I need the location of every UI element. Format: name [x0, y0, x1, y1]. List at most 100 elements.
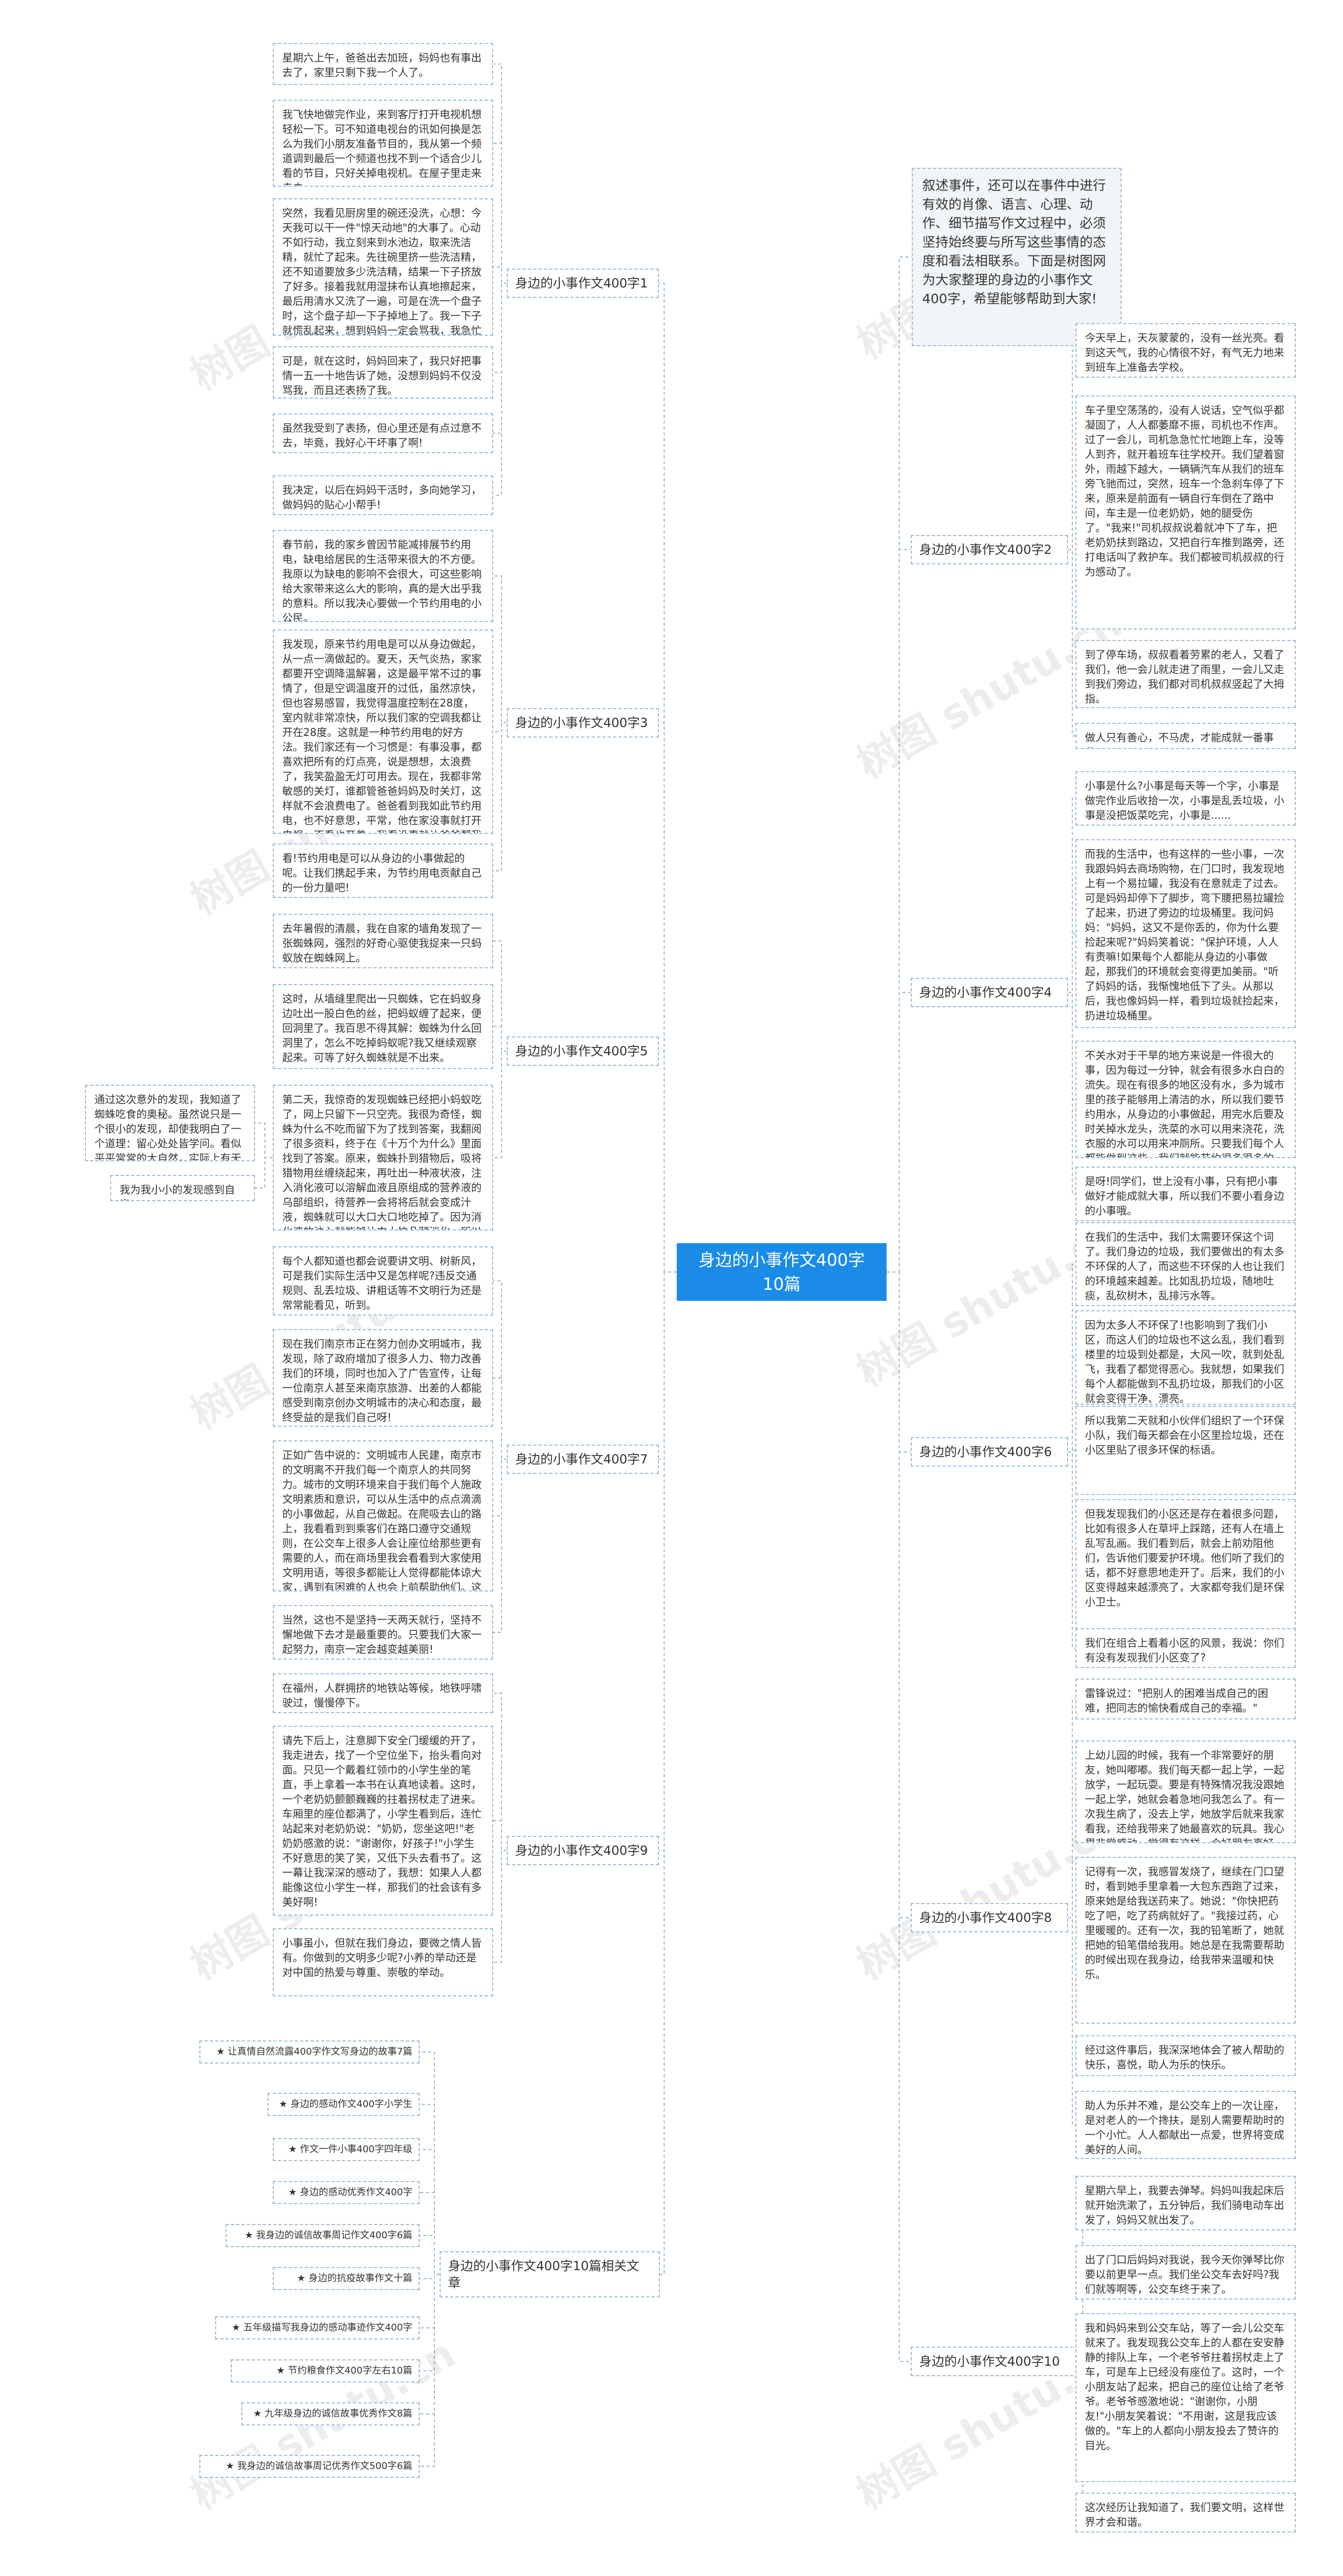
- intro-node[interactable]: 叙述事件，还可以在事件中进行有效的肖像、语言、心理、动作、细节描写作文过程中，必…: [912, 168, 1122, 346]
- connector-leaf: [420, 2274, 440, 2279]
- leaf-essay8-p2: 上幼儿园的时候，我有一个非常要好的朋友，她叫嘟嘟。我们每天都一起上学，一起放学，…: [1075, 1740, 1296, 1843]
- related-article-link[interactable]: ★ 身边的抗疫故事作文十篇: [273, 2267, 420, 2290]
- related-article-link[interactable]: ★ 身边的感动优秀作文400字: [273, 2181, 420, 2204]
- connector-leaf: [493, 143, 507, 284]
- related-article-link[interactable]: ★ 让真情自然流露400字作文写身边的故事7篇: [199, 2040, 420, 2064]
- leaf-essay8-p5: 助人为乐并不难，是公交车上的一次让座，是对老人的一个搀扶，是别人需要帮助时的一个…: [1075, 2091, 1296, 2159]
- connector-branch: [659, 1051, 665, 1272]
- leaf-essay6-p4: 但我发现我们的小区还是存在着很多问题，比如有很多人在草坪上踩踏，还有人在墙上乱写…: [1075, 1499, 1296, 1641]
- branch-essay-5[interactable]: 身边的小事作文400字5: [507, 1036, 659, 1066]
- branch-essay-10[interactable]: 身边的小事作文400字10: [911, 2347, 1079, 2376]
- leaf-essay6-p5: 我们在组合上看着小区的风景，我说：你们有没有发现我们小区变了?: [1075, 1628, 1296, 1668]
- connector-leaf: [493, 722, 507, 732]
- leaf-essay2-p3: 到了停车场，叔叔看着劳累的老人，又看了我们，他一会儿就走进了雨里，一会儿又走到我…: [1075, 640, 1296, 708]
- leaf-essay1-p1: 星期六上午，爸爸出去加班，妈妈也有事出去了，家里只剩下我一个人了。: [273, 43, 493, 85]
- connector-leaf: [420, 2274, 440, 2467]
- branch-essay-8[interactable]: 身边的小事作文400字8: [911, 1903, 1068, 1932]
- leaf-essay2-p2: 车子里空荡荡的，没有人说话，空气似乎都凝固了，人人都萎靡不振，司机也不作声。过了…: [1075, 396, 1296, 629]
- related-article-link[interactable]: ★ 五年级描写我身边的感动事迹作文400字: [215, 2316, 420, 2339]
- connector-branch: [659, 722, 665, 1272]
- related-article-link[interactable]: ★ 身边的感动作文400字小学生: [268, 2093, 420, 2116]
- leaf-essay1-p3: 突然，我看见厨房里的碗还没洗，心想：今天我可以干一件"惊天动地"的大事了。心动不…: [273, 198, 493, 336]
- connector-leaf: [493, 1693, 507, 1851]
- connector-leaf: [420, 2274, 440, 2371]
- branch-essay-6[interactable]: 身边的小事作文400字6: [911, 1437, 1068, 1467]
- central-topic[interactable]: 身边的小事作文400字10篇: [677, 1243, 887, 1301]
- related-article-link[interactable]: ★ 节约粮食作文400字左右10篇: [231, 2359, 420, 2382]
- connector-leaf: [493, 283, 507, 496]
- connector-leaf: [493, 1377, 507, 1460]
- connector-leaf: [420, 2051, 440, 2275]
- leaf-essay5-p2: 这时，从墙缝里爬出一只蜘蛛，它在蚂蚁身边吐出一股白色的丝，把蚂蚁缠了起来，便回洞…: [273, 984, 493, 1069]
- leaf-essay7-p3: 正如广告中说的：文明城市人民建，南京市的文明离不开我们每一个南京人的共同努力。城…: [273, 1440, 493, 1591]
- connector-leaf: [420, 2192, 440, 2275]
- leaf-essay4-p3: 不关水对于干旱的地方来说是一件很大的事，因为每过一分钟，就会有很多水白白的流失。…: [1075, 1041, 1296, 1158]
- leaf-essay6-p3: 所以我第二天就和小伙伴们组织了一个环保小队，我们每天都会在小区里捡垃圾，还在小区…: [1075, 1406, 1296, 1495]
- leaf-essay10-p2: 出了门口后妈妈对我说，我今天你弹琴比你要以前更早一点。我们坐公交车去好吗?我们就…: [1075, 2245, 1296, 2300]
- branch-essay-9[interactable]: 身边的小事作文400字9: [507, 1836, 659, 1865]
- leaf-essay1-p6: 我决定，以后在妈妈干活时，多向她学习，做妈妈的贴心小帮手!: [273, 475, 493, 515]
- related-article-link[interactable]: ★ 作文一件小事400字四年级: [273, 2138, 420, 2161]
- leaf-essay8-p1: 雷锋说过："把别人的困难当成自己的困难，把同志的愉快看成自己的幸福。": [1075, 1679, 1296, 1719]
- connector-leaf: [493, 722, 507, 871]
- connector-leaf: [1068, 549, 1075, 736]
- leaf-essay3-p1: 春节前，我的家乡曾因节能减排展节约用电，缺电给居民的生活带来很大的不方便。我原以…: [273, 530, 493, 622]
- connector-leaf: [493, 1026, 507, 1052]
- leaf-essay8-p3: 记得有一次，我感冒发烧了，继续在门口望时，看到她手里拿着一大包东西跑了过来，原来…: [1075, 1857, 1296, 2024]
- leaf-essay3-p2: 我发现，原来节约用电是可以从身边做起，从一点一滴做起的。夏天，天气炎热，家家都要…: [273, 629, 493, 834]
- connector-leaf: [493, 266, 507, 284]
- branch-essay-4[interactable]: 身边的小事作文400字4: [911, 978, 1068, 1007]
- leaf-essay1-p2: 我飞快地做完作业，来到客厅打开电视机想轻松一下。可不知道电视台的讯如何换是怎么为…: [273, 100, 493, 187]
- leaf-essay7-p1: 每个人都知道也都会说要讲文明、树新风，可是我们实际生活中又是怎样呢?违反交通规则…: [273, 1246, 493, 1316]
- leaf-essay5-p1: 去年暑假的清晨，我在自家的墙角发现了一张蜘蛛网，强烈的好奇心驱使我捉来一只蚂蚁放…: [273, 914, 493, 968]
- leaf-essay5-p3: 第二天，我惊奇的发现蜘蛛已经把小蚂蚁吃了，网上只留下一只空壳。我很为奇怪，蜘蛛为…: [273, 1085, 493, 1231]
- connector-leaf: [1068, 1451, 1075, 1649]
- connector-branch: [899, 1272, 911, 2362]
- leaf-essay8-p4: 经过这件事后，我深深地体会了被人帮助的快乐，喜悦，助人为乐的快乐。: [1075, 2035, 1296, 2076]
- connector-leaf: [420, 2149, 440, 2275]
- connector-leaf: [493, 1820, 507, 1851]
- connector-leaf: [255, 1157, 273, 1189]
- leaf-essay4-p4: 是呀!同学们，世上没有小事，只有把小事做好才能成就大事，所以我们不要小看身边的小…: [1075, 1167, 1296, 1221]
- related-article-link[interactable]: ★ 我身边的诚信故事周记优秀作文500字6篇: [199, 2455, 420, 2478]
- connector-leaf: [1068, 933, 1075, 993]
- leaf-essay1-p4: 可是，就在这时，妈妈回来了，我只好把事情一五一十地告诉了她，没想到妈妈不仅没骂我…: [273, 346, 493, 399]
- leaf-essay7-p2: 现在我们南京市正在努力创办文明城市，我发现，除了政府增加了很多人力、物力改善我们…: [273, 1329, 493, 1427]
- connector-leaf: [493, 1459, 507, 1516]
- connector-leaf: [493, 63, 507, 284]
- connector-leaf: [420, 2235, 440, 2275]
- related-article-link[interactable]: ★ 九年级身边的诚信故事优秀作文8篇: [241, 2402, 420, 2425]
- connector-leaf: [1068, 512, 1075, 550]
- connector-leaf: [493, 283, 507, 373]
- connector-leaf: [1068, 798, 1075, 993]
- connector-branch: [660, 1272, 665, 2275]
- connector-leaf: [493, 575, 507, 723]
- branch-essay-3[interactable]: 身边的小事作文400字3: [507, 708, 659, 737]
- leaf-essay5-p4: 通过这次意外的发现，我知道了蜘蛛吃食的奥秘。虽然说只是一个很小的发现，却使我明白…: [85, 1085, 255, 1161]
- connector-leaf: [493, 1459, 507, 1633]
- connector-leaf: [420, 2104, 440, 2275]
- branch-related-articles[interactable]: 身边的小事作文400字10篇相关文章: [440, 2251, 660, 2297]
- connector-leaf: [493, 940, 507, 1052]
- connector-leaf: [1068, 992, 1075, 1194]
- connector-branch: [899, 1272, 911, 1452]
- leaf-essay10-p1: 星期六早上，我要去弹琴。妈妈叫我起床后就开始洗漱了，五分钟后，我们骑电动车出发了…: [1075, 2176, 1296, 2230]
- connector-branch: [659, 1272, 665, 1460]
- connector-leaf: [420, 2274, 440, 2414]
- leaf-essay9-p3: 小事虽小，但就在我们身边，要微之情人皆有。你做到的文明多少呢?小养的举动还是对中…: [273, 1928, 493, 1996]
- connector-leaf: [1068, 1357, 1075, 1452]
- branch-essay-1[interactable]: 身边的小事作文400字1: [507, 269, 659, 298]
- leaf-essay6-p2: 因为太多人不环保了!也影响到了我们小区，而这人们的垃圾也不这么乱，我们看到楼里的…: [1075, 1310, 1296, 1405]
- connector-branch: [659, 1272, 665, 1851]
- leaf-essay5-p5: 我为我小小的发现感到自豪。: [110, 1175, 255, 1201]
- leaf-essay10-p3: 我和妈妈来到公交车站，等了一会儿公交车就来了。我发现我公交车上的人都在安安静静的…: [1075, 2313, 1296, 2482]
- connector-branch: [899, 992, 911, 1272]
- leaf-essay9-p1: 在福州，人群拥挤的地铁站等候，地铁呼啸驶过，慢慢停下。: [273, 1673, 493, 1713]
- connector-branch: [899, 1272, 911, 1918]
- connector-leaf: [255, 1123, 273, 1158]
- leaf-essay3-p3: 看!节约用电是可以从身边的小事做起的呢。让我们携起手来，为节约用电贡献自己的一份…: [273, 843, 493, 898]
- branch-essay-2[interactable]: 身边的小事作文400字2: [911, 535, 1068, 564]
- related-article-link[interactable]: ★ 我身边的诚信故事周记作文400字6篇: [226, 2224, 420, 2247]
- branch-essay-7[interactable]: 身边的小事作文400字7: [507, 1445, 659, 1474]
